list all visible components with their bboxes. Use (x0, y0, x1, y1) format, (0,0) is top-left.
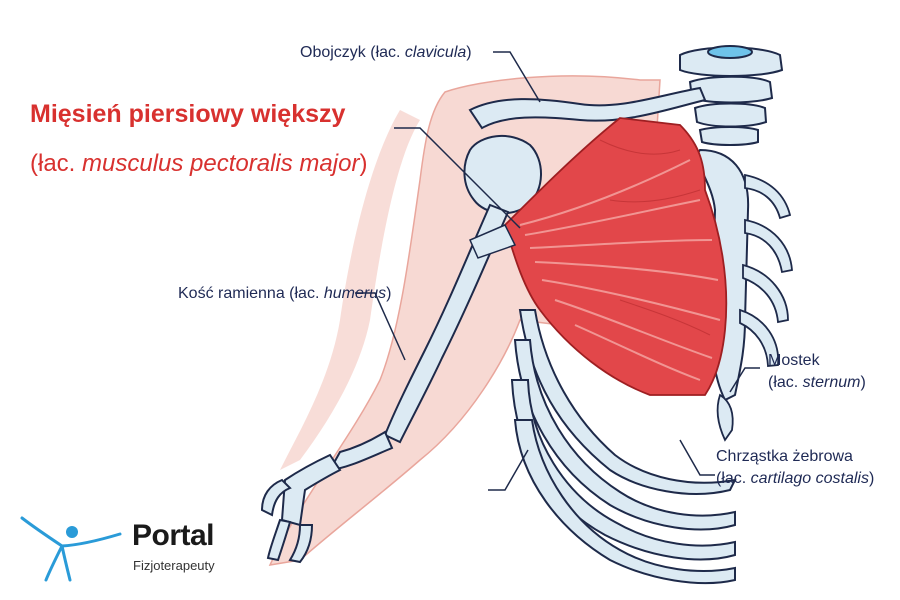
label-clavicula-prefix: Obojczyk (łac. (300, 44, 405, 61)
clavicle-bone (468, 86, 707, 130)
subtitle-close: ) (359, 150, 368, 177)
muscle-fibers (519, 159, 721, 381)
logo-wordmark: Portal (132, 519, 215, 552)
label-humerus: Kość ramienna (łac. humerus) (178, 283, 391, 305)
label-cartilage-line1: Chrząstka żebrowa (716, 448, 853, 465)
label-sternum: Mostek (łac. sternum) (768, 350, 866, 394)
label-clavicula-suffix: ) (466, 44, 472, 61)
label-sternum-latin: sternum (802, 374, 861, 391)
costal-cartilages (739, 173, 793, 367)
label-sternum-prefix: (łac. (768, 374, 803, 391)
label-clavicula-latin: clavicula (404, 44, 467, 61)
muscle-tendon (469, 224, 517, 259)
label-humerus-prefix: Kość ramienna (łac. (178, 285, 324, 302)
subtitle-latin: musculus pectoralis major (82, 150, 360, 177)
vertebrae (679, 45, 784, 146)
rib-cage (510, 309, 737, 585)
label-cartilage-latin: cartilago costalis (750, 470, 869, 487)
logo-subtitle: Fizjoterapeuty (133, 558, 215, 573)
subtitle-open: (łac. (30, 150, 83, 177)
humerus-bone (383, 203, 510, 444)
pectoralis-major-muscle (503, 117, 728, 396)
label-cartilage: Chrząstka żebrowa (łac. cartilago costal… (716, 446, 874, 490)
pointer-lines (355, 51, 760, 491)
label-humerus-latin: humerus (323, 285, 387, 302)
label-sternum-line1: Mostek (768, 352, 820, 369)
forearm-hand (260, 430, 394, 564)
label-sternum-line2: (łac. sternum) (768, 372, 866, 394)
diagram-subtitle: (łac. musculus pectoralis major) (30, 150, 367, 178)
label-clavicula: Obojczyk (łac. clavicula) (300, 42, 472, 64)
label-cartilage-prefix: (łac. (716, 470, 751, 487)
diagram-title: Mięsień piersiowy większy (30, 100, 346, 128)
logo-figure-icon (20, 516, 122, 582)
arm-silhouette (280, 110, 420, 470)
label-sternum-suffix: ) (860, 374, 866, 391)
label-cartilage-suffix: ) (868, 470, 875, 487)
muscle-fibers-dark (599, 139, 711, 336)
label-humerus-suffix: ) (386, 285, 392, 302)
xiphoid (716, 393, 734, 442)
label-cartilage-line2: (łac. cartilago costalis) (716, 468, 874, 490)
